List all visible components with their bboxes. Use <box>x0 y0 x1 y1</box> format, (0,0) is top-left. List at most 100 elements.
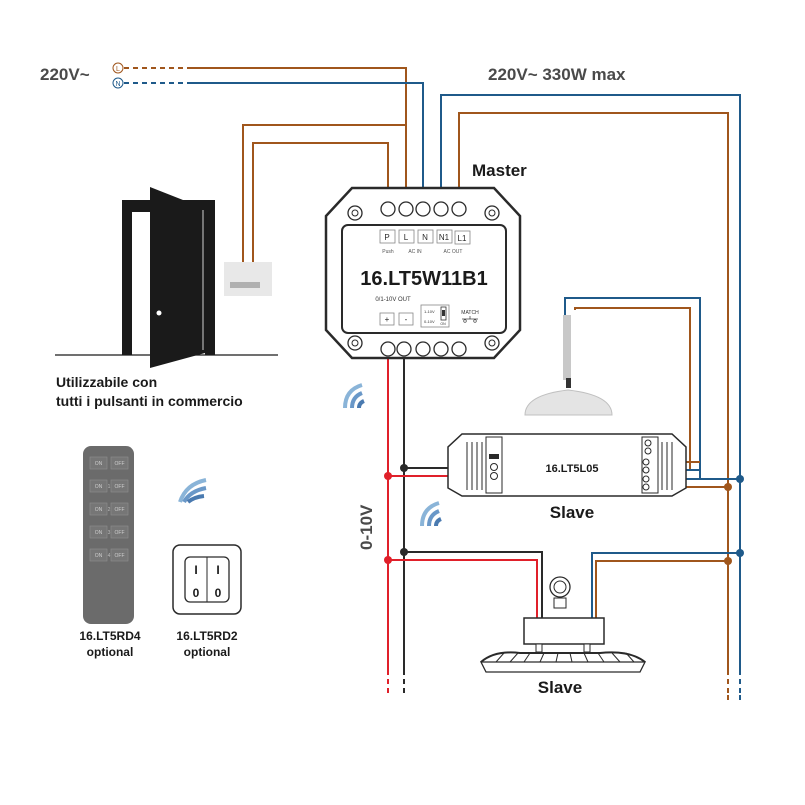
remote-off-button[interactable]: OFF <box>110 479 129 493</box>
pendant-lamp-icon <box>524 315 613 416</box>
remote-zone-number: 1 <box>108 484 111 490</box>
terminal-label-n: N <box>422 233 428 242</box>
wireless-signal-icon <box>343 383 365 409</box>
remote-off-label: OFF <box>115 461 125 467</box>
neutral-junction <box>736 475 744 483</box>
supply-live-wire <box>124 67 407 200</box>
door-icon <box>55 187 278 368</box>
group-label-ac-in: AC IN <box>408 249 422 255</box>
slave-driver-model: 16.LT5L05 <box>546 463 599 475</box>
pushbutton-note-line-1: Utilizzabile con <box>56 374 157 390</box>
dip-label-1-10v: 1-10V <box>424 309 435 314</box>
remote-zone-number: 4 <box>108 553 111 559</box>
highbay-live-wire <box>595 560 728 618</box>
remote-on-label: ON <box>95 484 103 490</box>
pushbutton-wire-2 <box>252 142 389 262</box>
live-junction <box>724 557 732 565</box>
neutral-terminal-letter: N <box>115 81 120 88</box>
remote-off-button[interactable]: OFF <box>110 456 129 470</box>
terminal-label-p: P <box>384 233 389 242</box>
remote-off-label: OFF <box>115 553 125 559</box>
terminal-label-n1: N1 <box>439 233 450 242</box>
remote-on-button[interactable]: ON <box>89 456 108 470</box>
pendant-neutral-wire <box>564 297 701 480</box>
rocker-right-off: 0 <box>215 586 222 600</box>
rocker-left[interactable]: I 0 <box>193 563 200 600</box>
highbay-signal-positive-wire <box>388 559 538 618</box>
rocker-left-off: 0 <box>193 586 200 600</box>
highbay-neutral-wire <box>591 552 740 618</box>
remote-on-label: ON <box>95 530 103 536</box>
signal-junction <box>384 472 392 480</box>
match-label: MATCH <box>461 310 479 316</box>
dip-label-0-10v: 0-10V <box>424 319 435 324</box>
live-terminal-symbol: L <box>112 62 124 74</box>
remote-off-button[interactable]: OFF <box>110 525 129 539</box>
master-terminal-labels: P L N N1 L1 <box>379 229 471 245</box>
output-terminal-minus: - <box>405 315 408 324</box>
group-label-ac-out: AC OUT <box>444 249 463 255</box>
pushbutton-note-line-2: tutti i pulsanti in commercio <box>56 393 243 409</box>
master-input-terminals <box>380 201 467 217</box>
ac-out-live-wire <box>458 112 729 700</box>
remote-off-label: OFF <box>115 484 125 490</box>
rocker-right-on: I <box>216 563 219 577</box>
wall-switch: I 0 I 0 <box>172 544 242 615</box>
remote-zone-number: 3 <box>108 530 111 536</box>
live-terminal-letter: L <box>116 66 120 73</box>
master-output-label: 0/1-10V OUT <box>375 297 411 303</box>
wall-switch-model: 16.LT5RD2 <box>176 629 237 643</box>
remote-on-button[interactable]: ON <box>89 548 108 562</box>
remote-on-button[interactable]: ON <box>89 479 108 493</box>
pushbutton-wire-1 <box>242 124 406 262</box>
terminal-label-l: L <box>404 233 409 242</box>
highbay-lamp-icon <box>479 576 647 673</box>
rocker-left-on: I <box>194 563 197 577</box>
neutral-terminal-symbol: N <box>112 77 124 89</box>
group-label-push: Push <box>382 249 394 255</box>
dip-switch[interactable]: 1-10V 0-10V ON <box>420 304 450 328</box>
slave-driver-label: Slave <box>550 503 594 522</box>
master-model-label: 16.LT5W11B1 <box>360 268 487 290</box>
rocker-right[interactable]: I 0 <box>215 563 222 600</box>
remote-on-button[interactable]: ON <box>89 502 108 516</box>
pendant-live-wire <box>574 307 691 470</box>
wireless-signal-icon <box>420 501 442 527</box>
signal-bus-label: 0-10V <box>357 504 376 550</box>
dip-state-label: ON <box>440 322 446 326</box>
master-output-terminals <box>380 341 467 357</box>
output-rating-label: 220V~ 330W max <box>488 65 626 84</box>
remote-note: optional <box>87 645 134 659</box>
slave-driver-device: 16.LT5L05 <box>447 433 687 497</box>
supply-voltage-label: 220V~ <box>40 65 90 84</box>
master-device: P L N N1 L1 Push AC IN AC OUT 16.LT5W11B… <box>324 186 522 360</box>
supply-neutral-wire <box>124 82 424 200</box>
remote-off-button[interactable]: OFF <box>110 548 129 562</box>
output-terminal-plus: + <box>385 315 390 324</box>
ac-out-neutral-wire <box>440 94 741 700</box>
signal-junction <box>400 464 408 472</box>
remote-model: 16.LT5RD4 <box>79 629 140 643</box>
remote-on-label: ON <box>95 553 103 559</box>
remote-on-button[interactable]: ON <box>89 525 108 539</box>
remote-off-button[interactable]: OFF <box>110 502 129 516</box>
wall-switch-note: optional <box>184 645 231 659</box>
pushbutton-icon <box>224 262 272 296</box>
wireless-signal-icon <box>178 478 207 504</box>
remote-on-label: ON <box>95 461 103 467</box>
match-button[interactable]: MATCH <box>461 310 479 323</box>
terminal-label-l1: L1 <box>458 234 467 243</box>
signal-junction <box>384 556 392 564</box>
highbay-signal-negative-wire <box>404 551 543 618</box>
live-junction <box>724 483 732 491</box>
remote-zone-number: 2 <box>108 507 111 513</box>
remote-off-label: OFF <box>115 507 125 513</box>
master-title: Master <box>472 161 527 180</box>
remote-off-label: OFF <box>115 530 125 536</box>
highbay-label: Slave <box>538 678 582 697</box>
remote-on-label: ON <box>95 507 103 513</box>
neutral-junction <box>736 549 744 557</box>
